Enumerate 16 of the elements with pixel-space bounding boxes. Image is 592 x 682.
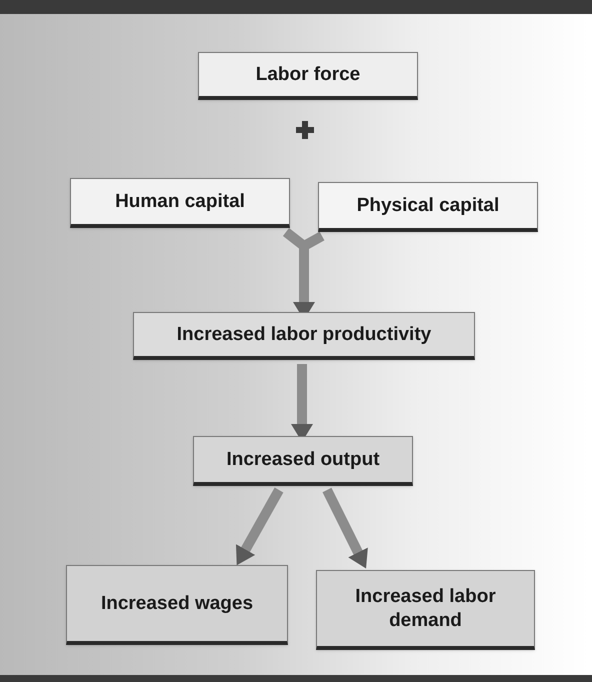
box-label: Increased wages — [100, 592, 254, 616]
arrow — [236, 488, 284, 566]
box-label: Increased labor demand — [354, 584, 497, 632]
process-box — [66, 565, 288, 645]
process-box — [198, 52, 418, 100]
box-label: Physical capital — [356, 194, 500, 218]
box-label: Labor force — [256, 62, 360, 86]
box-label: Increased labor productivity — [176, 322, 432, 346]
process-box — [193, 436, 413, 486]
process-box — [316, 570, 535, 650]
process-box — [133, 312, 475, 360]
process-box — [70, 178, 290, 228]
box-label: Increased output — [226, 448, 380, 472]
process-box — [318, 182, 538, 232]
arrow — [322, 488, 368, 569]
box-label: Human capital — [115, 190, 245, 214]
